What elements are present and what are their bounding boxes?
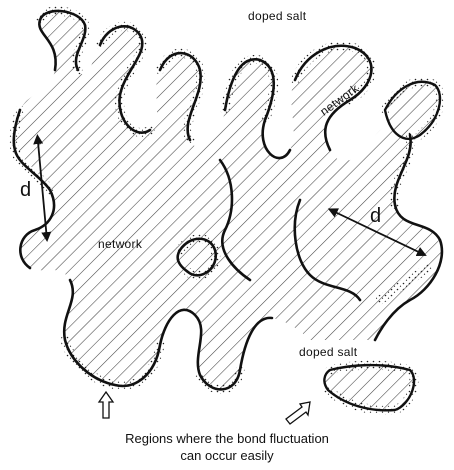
- hollow-arrow-up-left: [99, 392, 113, 418]
- label-doped-salt-top: doped salt: [248, 10, 306, 22]
- label-d-left: d: [20, 180, 31, 200]
- label-d-right: d: [370, 206, 381, 226]
- caption-line-2: can occur easily: [0, 449, 454, 464]
- hollow-arrow-up-right: [286, 402, 310, 424]
- island-bottom-right: [324, 365, 414, 410]
- label-network-left: network: [98, 238, 142, 250]
- label-doped-salt-bottom: doped salt: [299, 346, 357, 358]
- caption-line-1: Regions where the bond fluctuation: [0, 432, 454, 447]
